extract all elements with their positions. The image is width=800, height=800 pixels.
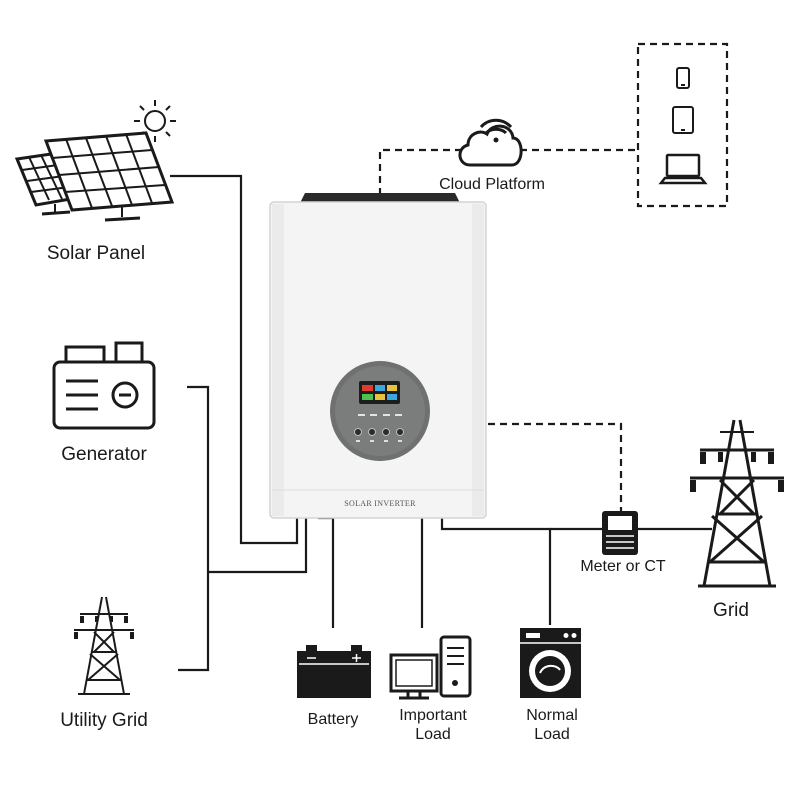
computer-icon (389, 635, 472, 700)
phone-icon (676, 67, 690, 89)
cloud-link-inverter (378, 148, 460, 195)
tablet-icon (672, 106, 694, 134)
devices-box (636, 42, 729, 208)
laptop-icon (658, 153, 708, 185)
battery-icon (297, 645, 371, 698)
important-load-label: Important Load (388, 706, 478, 744)
sun-icon (134, 100, 176, 142)
grid-tower-icon (690, 419, 784, 588)
solar-connection (170, 174, 299, 545)
normal-load-label: Normal Load (512, 706, 592, 744)
generator-connection (178, 385, 210, 672)
inverter-brand-label: SOLAR INVERTER (344, 499, 416, 508)
normal-load-line2: Load (534, 726, 570, 743)
solar-panel-label: Solar Panel (46, 243, 146, 264)
data-lines (378, 42, 729, 512)
important-load-line1: Important (399, 707, 467, 724)
transmission-tower-icon (74, 596, 134, 695)
generator-label: Generator (61, 444, 147, 465)
important-load-line2: Load (415, 726, 451, 743)
normal-load-line1: Normal (526, 707, 578, 724)
battery-connection (318, 516, 335, 628)
meter-icon (602, 511, 638, 555)
solar-panel-icon (14, 131, 175, 222)
grid-label: Grid (713, 600, 749, 621)
battery-label: Battery (307, 711, 359, 728)
lcd-screen (359, 381, 400, 404)
meter-data-link (488, 422, 623, 512)
utility-to-inverter (208, 518, 308, 574)
inverter-body (269, 201, 487, 519)
normal-load-connection (440, 518, 552, 625)
connection-lines (170, 174, 712, 672)
control-buttons (354, 428, 404, 436)
generator-icon (52, 341, 156, 430)
mounting-bracket (300, 193, 460, 203)
solar-inverter (269, 193, 487, 519)
utility-grid-label: Utility Grid (60, 710, 148, 731)
washing-machine-icon (520, 628, 581, 698)
meter-label: Meter or CT (580, 558, 666, 575)
cloud-wifi-icon (458, 118, 523, 167)
cloud-platform-label: Cloud Platform (439, 176, 545, 193)
